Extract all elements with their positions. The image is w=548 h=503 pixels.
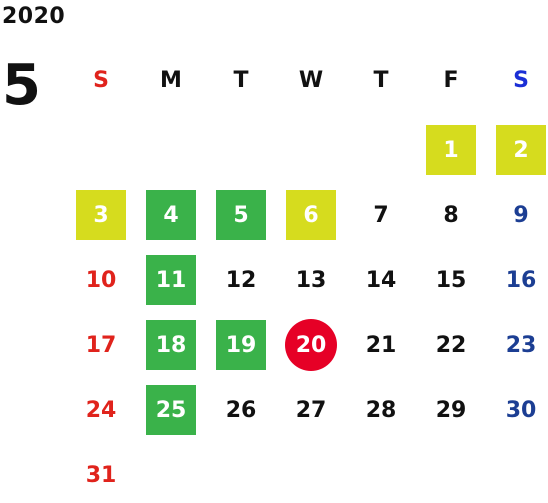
day-cell-28[interactable]: 28 <box>365 397 397 423</box>
weekday-header: S <box>513 67 529 93</box>
day-cell-23[interactable]: 23 <box>505 332 537 358</box>
day-cell-18[interactable]: 18 <box>146 320 196 370</box>
year-label: 2020 <box>2 4 66 29</box>
day-cell-16[interactable]: 16 <box>505 267 537 293</box>
weekday-header: W <box>298 67 324 93</box>
day-cell-19[interactable]: 19 <box>216 320 266 370</box>
day-cell-14[interactable]: 14 <box>365 267 397 293</box>
day-cell-20[interactable]: 20 <box>285 319 337 371</box>
day-cell-4[interactable]: 4 <box>146 190 196 240</box>
day-cell-7[interactable]: 7 <box>373 202 389 228</box>
day-cell-6[interactable]: 6 <box>286 190 336 240</box>
day-cell-5[interactable]: 5 <box>216 190 266 240</box>
day-cell-12[interactable]: 12 <box>225 267 257 293</box>
day-cell-24[interactable]: 24 <box>85 397 117 423</box>
day-cell-22[interactable]: 22 <box>435 332 467 358</box>
day-cell-1[interactable]: 1 <box>426 125 476 175</box>
weekday-header: T <box>233 67 249 93</box>
day-cell-9[interactable]: 9 <box>513 202 529 228</box>
weekday-header: M <box>160 67 182 93</box>
day-cell-8[interactable]: 8 <box>443 202 459 228</box>
day-cell-11[interactable]: 11 <box>146 255 196 305</box>
day-cell-15[interactable]: 15 <box>435 267 467 293</box>
day-cell-26[interactable]: 26 <box>225 397 257 423</box>
day-cell-31[interactable]: 31 <box>85 462 117 488</box>
day-cell-27[interactable]: 27 <box>295 397 327 423</box>
month-label: 5 <box>2 53 41 118</box>
day-cell-13[interactable]: 13 <box>295 267 327 293</box>
day-cell-10[interactable]: 10 <box>85 267 117 293</box>
day-cell-3[interactable]: 3 <box>76 190 126 240</box>
weekday-header: F <box>443 67 459 93</box>
weekday-header: S <box>93 67 109 93</box>
weekday-header: T <box>373 67 389 93</box>
day-cell-30[interactable]: 30 <box>505 397 537 423</box>
day-cell-17[interactable]: 17 <box>85 332 117 358</box>
day-cell-2[interactable]: 2 <box>496 125 546 175</box>
day-cell-25[interactable]: 25 <box>146 385 196 435</box>
day-cell-29[interactable]: 29 <box>435 397 467 423</box>
day-cell-21[interactable]: 21 <box>365 332 397 358</box>
